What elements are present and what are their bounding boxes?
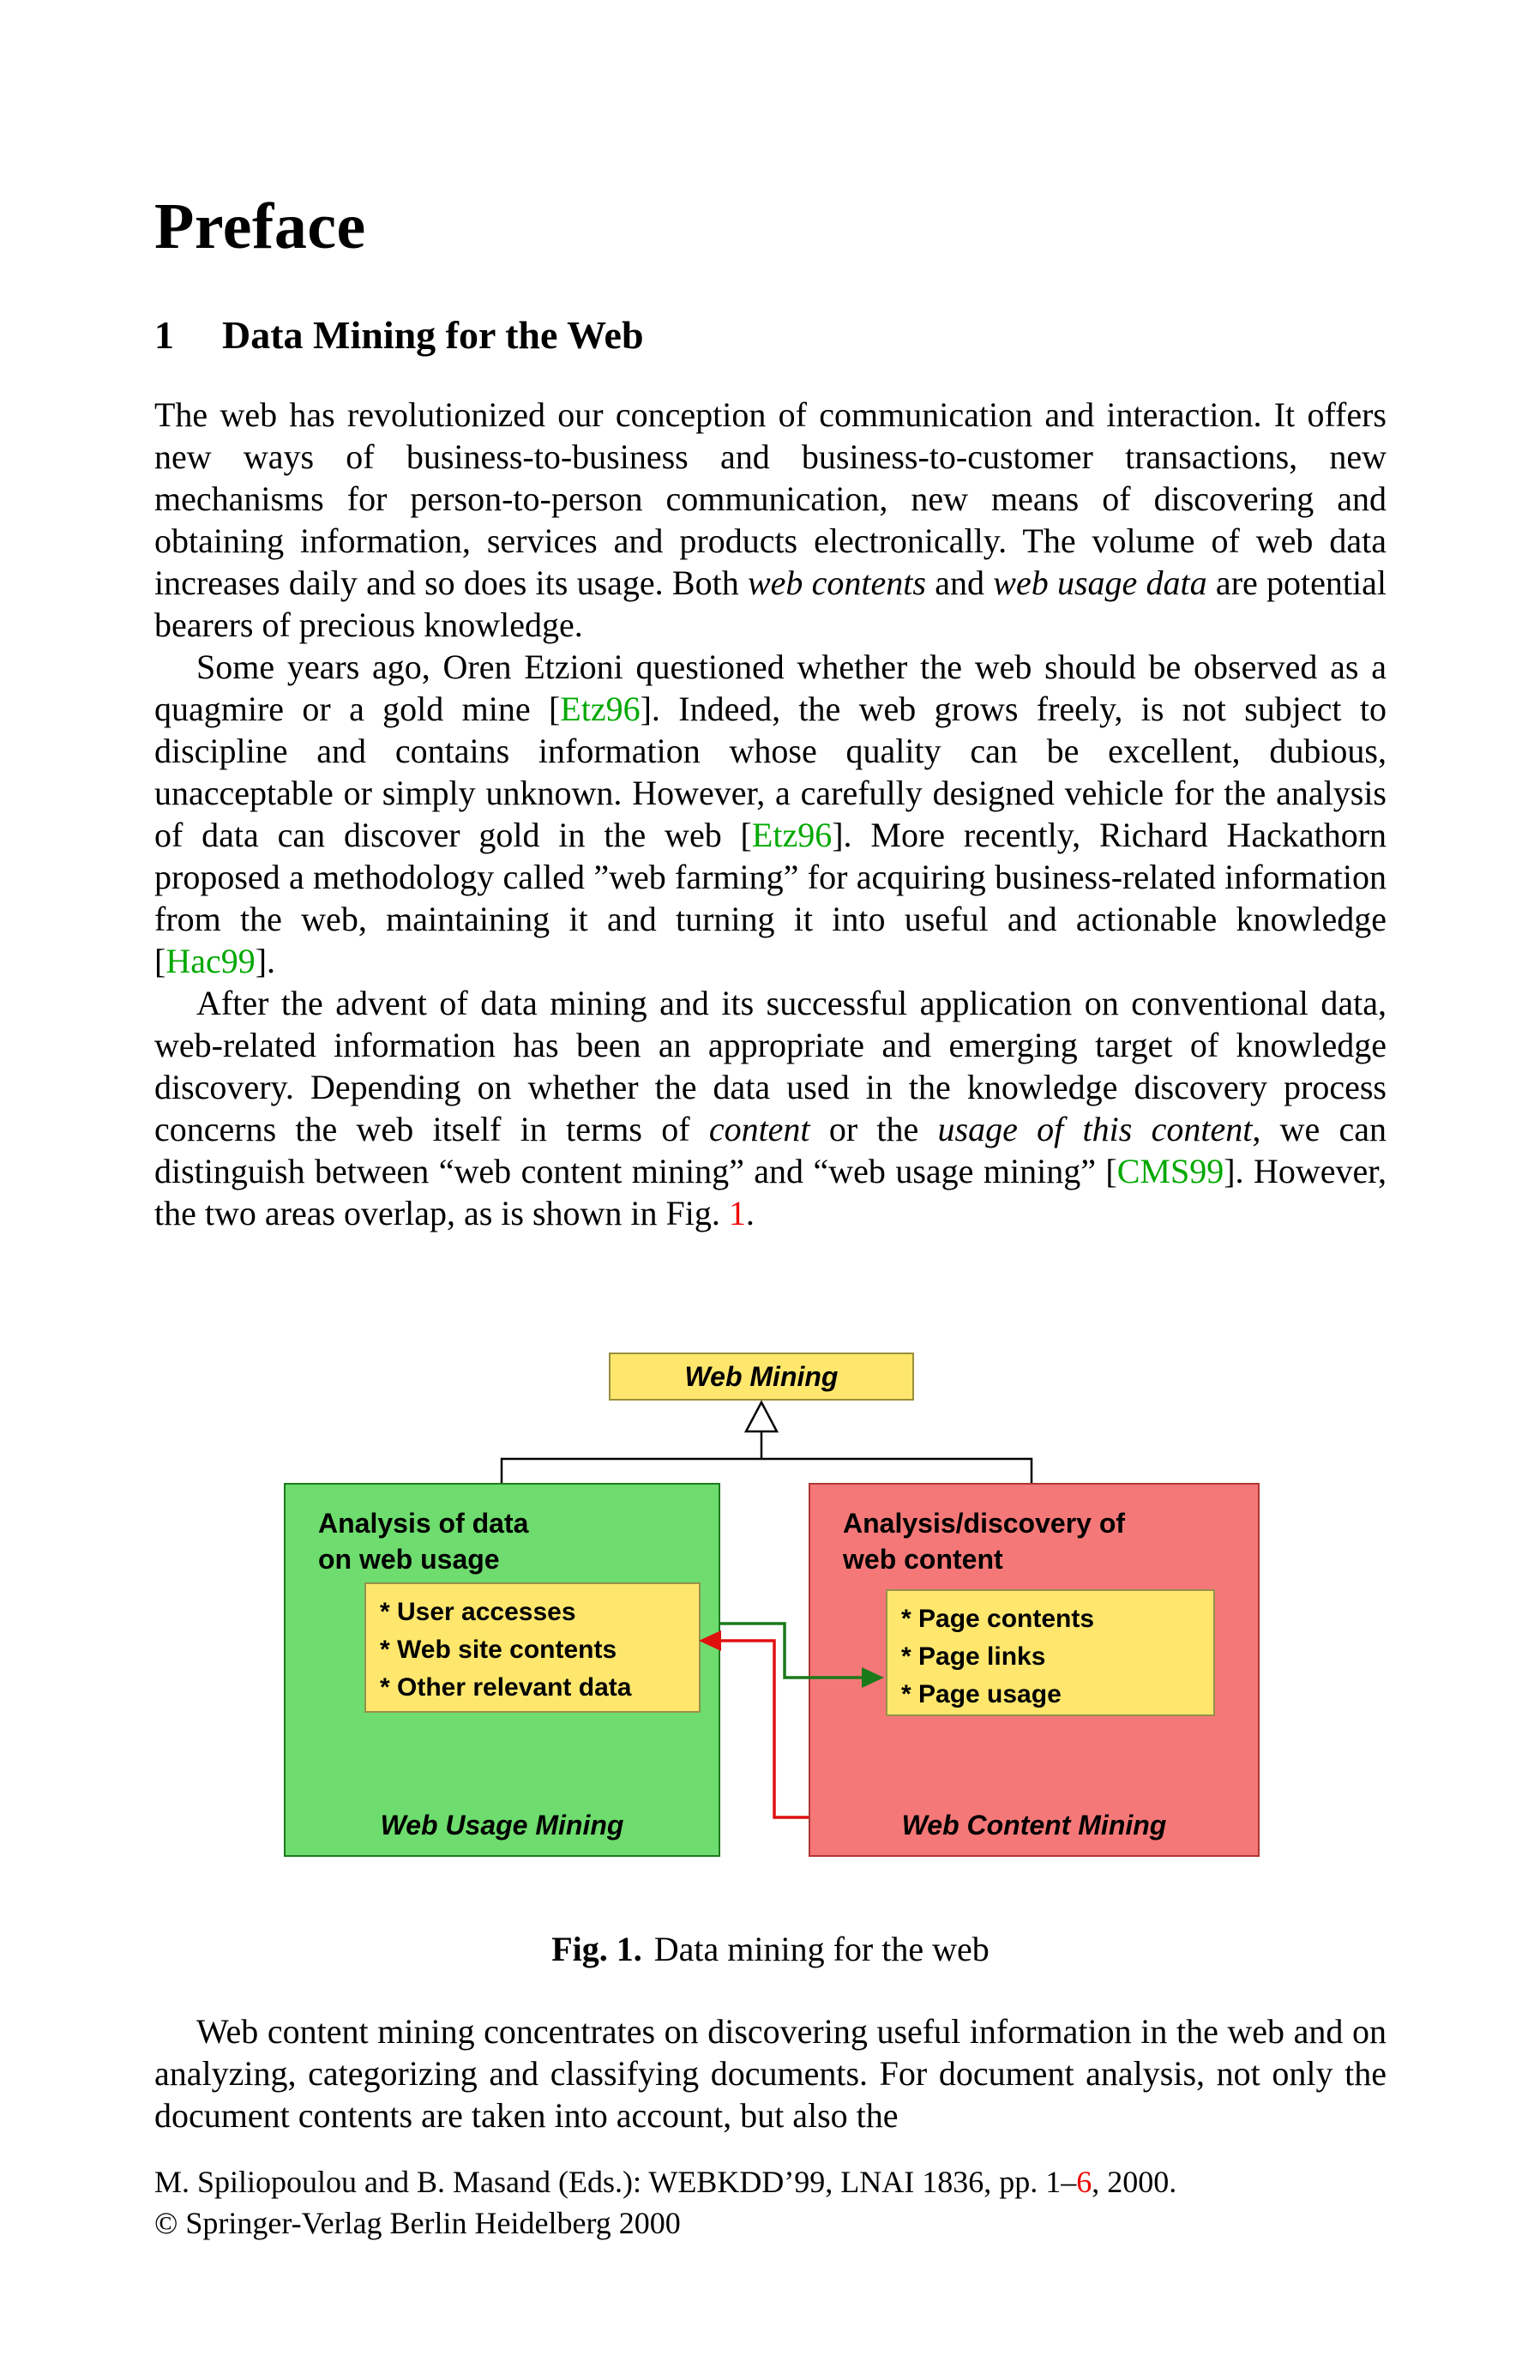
citation-link[interactable]: Etz96	[560, 690, 641, 729]
web-content-mining-box: Analysis/discovery of web content * Page…	[809, 1483, 1260, 1858]
text-run: .	[745, 1194, 755, 1233]
text-run: The web has revolutionized our conceptio…	[154, 395, 1387, 603]
left-box-header: Analysis of data on web usage	[318, 1508, 529, 1576]
italic-text: usage of this content	[937, 1110, 1253, 1149]
text-run: , 2000.	[1092, 2165, 1177, 2199]
figure-caption-text: Data mining for the web	[653, 1930, 990, 1969]
connector-line	[500, 1457, 1033, 1484]
citation-link[interactable]: Etz96	[751, 816, 833, 855]
section-title: Data Mining for the Web	[222, 313, 644, 358]
left-box-label: Web Usage Mining	[380, 1810, 624, 1841]
paragraph-3: After the advent of data mining and its …	[154, 982, 1387, 1234]
web-mining-label: Web Mining	[684, 1360, 839, 1392]
paragraph-2: Some years ago, Oren Etzioni questioned …	[154, 646, 1387, 982]
text-run: and	[925, 563, 994, 603]
section-number: 1	[154, 313, 174, 358]
list-item: * Other relevant data	[380, 1673, 632, 1702]
citation-link[interactable]: Hac99	[165, 942, 256, 981]
text-run: Web content mining concentrates on disco…	[154, 2012, 1387, 2136]
paragraph-4: Web content mining concentrates on disco…	[154, 2010, 1387, 2136]
text-run: M. Spiliopoulou and B. Masand (Eds.): WE…	[154, 2165, 1077, 2199]
figure-1-diagram: Web Mining Analysis of data on web usage…	[284, 1339, 1261, 1858]
web-mining-box: Web Mining	[609, 1353, 914, 1401]
web-usage-mining-box: Analysis of data on web usage * User acc…	[284, 1483, 720, 1858]
text-block: Preface 1 Data Mining for the Web The we…	[154, 0, 1387, 2136]
footer-citation-line: M. Spiliopoulou and B. Masand (Eds.): WE…	[154, 2161, 1387, 2202]
text-run: ].	[255, 942, 276, 981]
ref-link[interactable]: 6	[1076, 2165, 1092, 2199]
list-item: * User accesses	[380, 1598, 576, 1627]
citation-link[interactable]: CMS99	[1116, 1152, 1224, 1191]
right-box-label: Web Content Mining	[901, 1810, 1167, 1841]
section-heading: 1 Data Mining for the Web	[154, 311, 1387, 359]
italic-text: web usage data	[993, 563, 1207, 603]
list-item: * Web site contents	[380, 1636, 617, 1665]
text-run: After the advent of data mining and its …	[154, 984, 1387, 1149]
italic-text: web contents	[747, 563, 926, 603]
list-item: * Page contents	[901, 1605, 1095, 1634]
left-inner-box: * User accesses * Web site contents * Ot…	[364, 1582, 701, 1714]
text-run: are potential bearers of precious knowle…	[154, 563, 1387, 645]
text-run: ]. More recently, Richard Hackathorn pro…	[154, 816, 1387, 981]
text-run: ]. However, the two areas overlap, as is…	[154, 1152, 1387, 1233]
right-box-header: Analysis/discovery of web content	[843, 1508, 1126, 1576]
copyright-line: © Springer-Verlag Berlin Heidelberg 2000	[154, 2206, 681, 2240]
right-inner-box: * Page contents * Page links * Page usag…	[886, 1589, 1215, 1717]
ref-link[interactable]: 1	[728, 1194, 746, 1233]
page-title: Preface	[154, 190, 366, 262]
paragraph-1: The web has revolutionized our conceptio…	[154, 394, 1387, 646]
figure-caption: Fig. 1. Data mining for the web	[154, 1929, 1387, 1969]
text-run: or the	[809, 1110, 938, 1149]
text-run: ]. Indeed, the web grows freely, is not …	[154, 690, 1387, 855]
figure-caption-label: Fig. 1.	[551, 1930, 642, 1969]
text-run: Some years ago, Oren Etzioni questioned …	[154, 648, 1387, 729]
text-run: , we can distinguish between “web conten…	[154, 1110, 1387, 1191]
italic-text: content	[708, 1110, 810, 1149]
list-item: * Page links	[901, 1642, 1046, 1672]
list-item: * Page usage	[901, 1680, 1062, 1709]
page-footer: M. Spiliopoulou and B. Masand (Eds.): WE…	[154, 2161, 1387, 2244]
generalization-triangle-icon	[743, 1400, 779, 1433]
